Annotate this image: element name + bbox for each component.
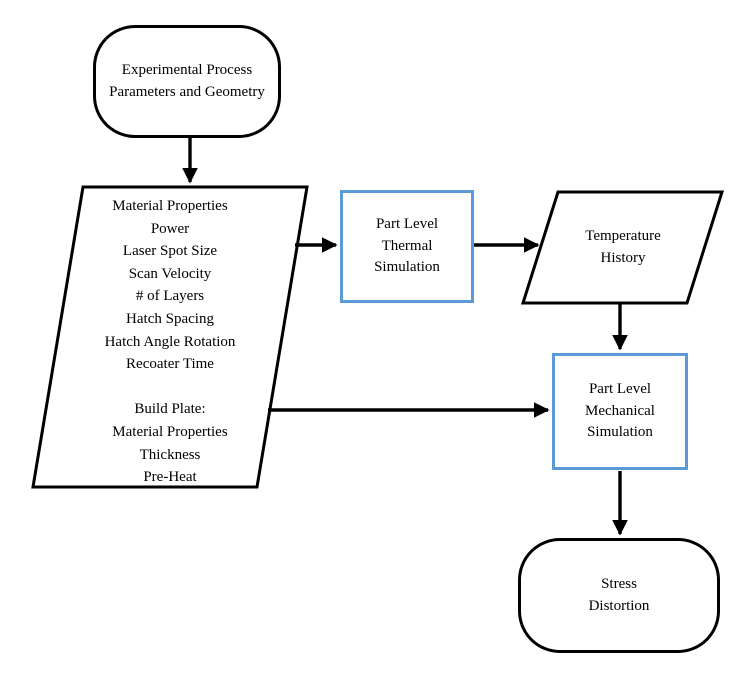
process-input-line-blank (55, 376, 285, 399)
node-temperature-history: Temperature History (558, 192, 688, 303)
process-input-line: Material Properties (112, 423, 228, 440)
process-input-line: Power (150, 220, 190, 237)
process-inputs-parallelogram (31, 185, 309, 489)
process-input-line: Material Properties (112, 198, 228, 214)
process-input-line: Hatch Spacing (126, 310, 214, 327)
node-mechanical-label: Part Level Mechanical Simulation (585, 380, 655, 441)
node-mechanical-simulation: Part Level Mechanical Simulation (552, 353, 688, 470)
process-input-line: Laser Spot Size (122, 243, 218, 260)
node-thermal-simulation: Part Level Thermal Simulation (340, 190, 474, 303)
node-thermal-label: Part Level Thermal Simulation (374, 215, 440, 276)
temperature-history-parallelogram (520, 190, 725, 305)
process-input-line: Hatch Angle Rotation (104, 333, 236, 350)
process-input-line: Thickness (139, 446, 201, 463)
process-input-line: Build Plate: (134, 401, 206, 418)
process-input-line: Scan Velocity (128, 265, 212, 282)
node-stress-label: Stress Distortion (588, 575, 650, 614)
node-process-inputs-text: Material Properties Power Laser Spot Siz… (55, 195, 285, 489)
node-start-terminator: Experimental Process Parameters and Geom… (93, 25, 281, 138)
node-temperature-history-label: Temperature History (585, 227, 661, 266)
process-input-line: # of Layers (135, 288, 205, 305)
process-input-line: Recoater Time (126, 356, 214, 373)
node-start-label: Experimental Process Parameters and Geom… (109, 61, 265, 100)
node-stress-distortion: Stress Distortion (518, 538, 720, 653)
process-input-line: Pre-Heat (143, 469, 197, 486)
